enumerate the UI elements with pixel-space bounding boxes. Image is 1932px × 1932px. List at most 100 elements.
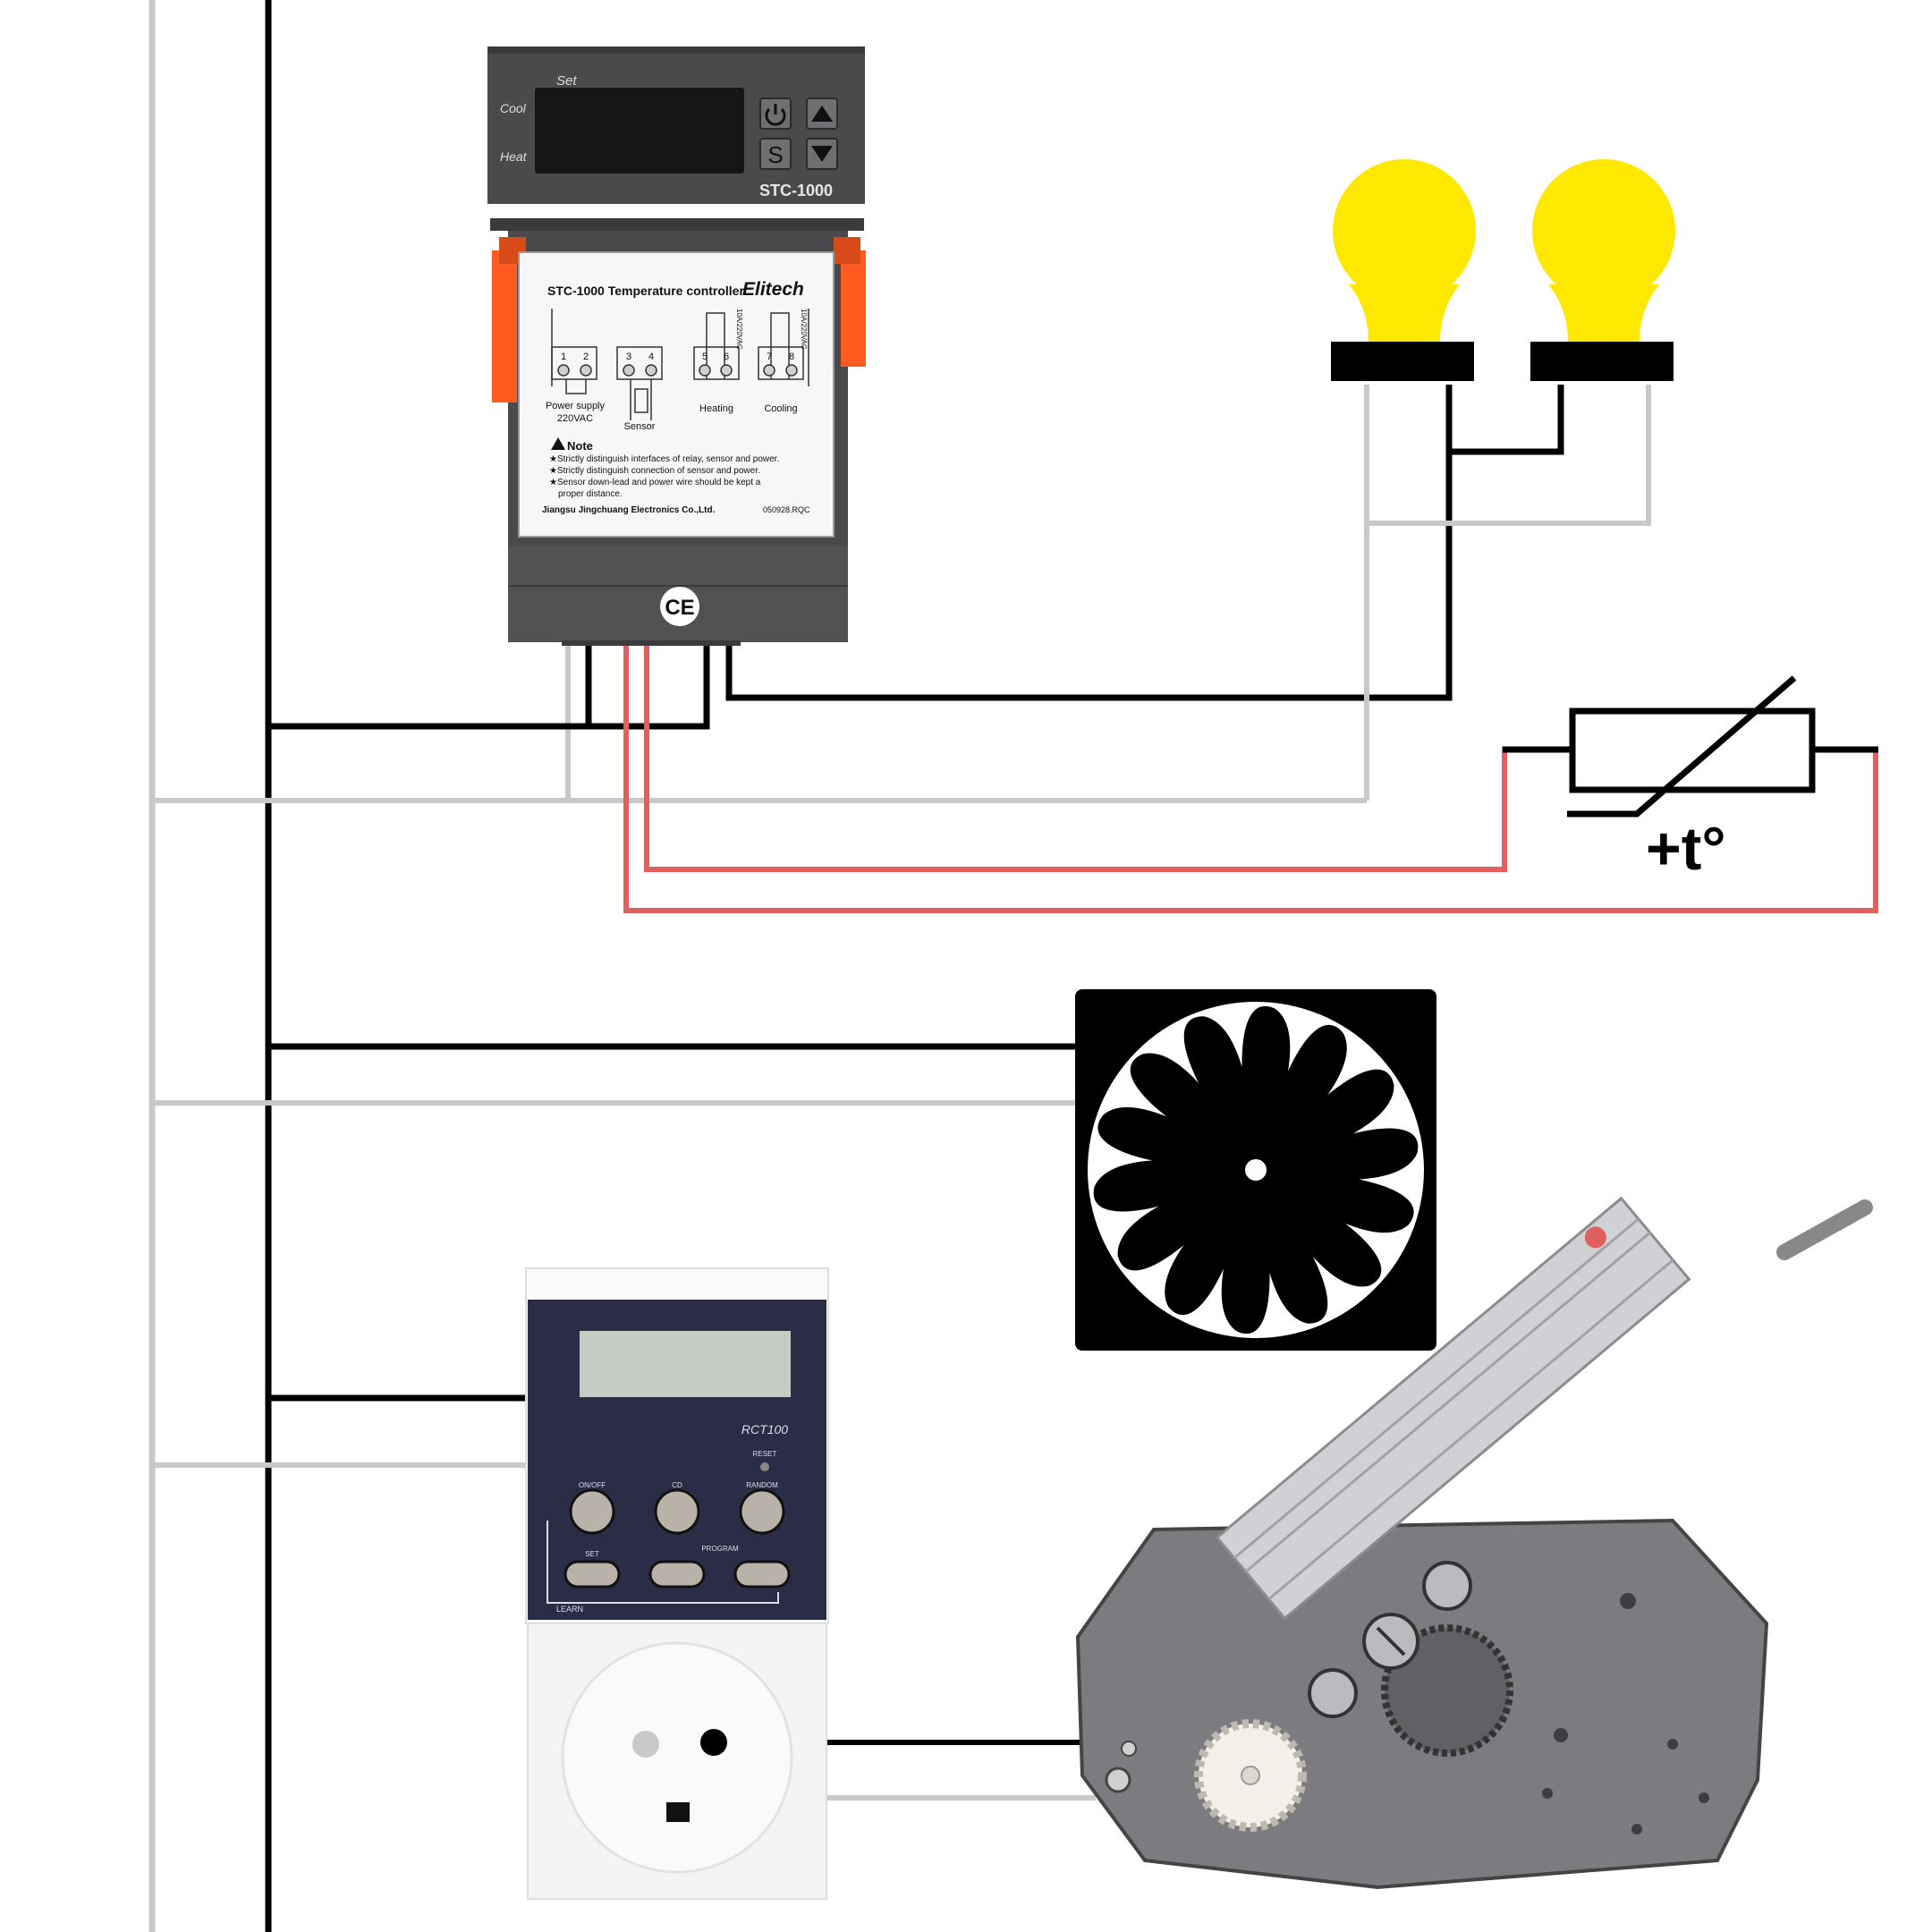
large-gear — [1381, 1624, 1513, 1757]
lamp-bulb-icon — [1333, 159, 1476, 302]
fan-blade — [1183, 1016, 1256, 1170]
thermistor-slash — [1567, 675, 1797, 818]
fan-blade — [1256, 1170, 1382, 1287]
terminal-screws — [557, 364, 798, 377]
heat-label: Heat — [500, 149, 528, 164]
warning-icon — [551, 437, 565, 450]
relay-rating-heating: 10A/220VAC — [735, 309, 743, 350]
note-line-3: ★Sensor down-lead and power wire should … — [549, 478, 761, 487]
ce-mark: CE — [665, 596, 694, 620]
random-button[interactable] — [739, 1488, 785, 1535]
wire-lamp-bridge-live — [1449, 385, 1564, 455]
arm-pin — [1776, 1199, 1873, 1260]
controller-body: STC-1000 Temperature controller Elitech … — [490, 218, 866, 646]
terminal-numbers: 1 2 3 4 5 6 7 8 — [561, 352, 794, 362]
cd-label: CD — [672, 1481, 682, 1489]
down-arrow-icon — [811, 146, 833, 162]
set-label: SET — [585, 1550, 599, 1558]
left-mounting-clip — [492, 250, 517, 402]
thermistor-label: +t° — [1646, 815, 1726, 883]
relay-rating-cooling: 10A/220VAC — [800, 309, 808, 350]
turning-arm — [1215, 1196, 1691, 1621]
controller-front-panel: Set Cool Heat S STC-1000 — [487, 47, 865, 204]
fan-blade — [1256, 1128, 1419, 1180]
terminal-3: 3 — [626, 352, 631, 362]
terminal-8: 8 — [789, 352, 794, 362]
reset-label: RESET — [753, 1450, 777, 1458]
fan-blade — [1256, 1024, 1347, 1170]
down-button[interactable] — [806, 138, 838, 170]
brand-logo: Elitech — [742, 279, 804, 300]
lamp-bulb-icon — [1532, 159, 1675, 302]
cooling-fan — [1075, 989, 1436, 1351]
power-button[interactable] — [759, 97, 792, 130]
terminal-4: 4 — [648, 352, 654, 362]
socket-earth — [666, 1802, 690, 1822]
fan-blade — [1241, 1005, 1291, 1170]
up-arrow-icon — [811, 106, 833, 122]
terminal-7: 7 — [767, 352, 772, 362]
terminal-block — [551, 309, 809, 420]
manufacturer-label: Jiangsu Jingchuang Electronics Co.,Ltd. — [542, 505, 716, 515]
wire-controller-live — [268, 644, 710, 730]
random-label: RANDOM — [746, 1481, 778, 1489]
terminal-5: 5 — [702, 352, 708, 362]
group-power-label: Power supply — [546, 401, 606, 411]
fan-blade — [1256, 1170, 1414, 1233]
lamp-socket — [1530, 342, 1674, 381]
on-off-label: ON/OFF — [579, 1481, 606, 1489]
reset-button[interactable] — [760, 1462, 769, 1471]
group-sensor-label: Sensor — [624, 421, 656, 432]
set-label: Set — [556, 73, 577, 89]
fan-blade — [1130, 1053, 1256, 1170]
fan-blade — [1117, 1170, 1256, 1271]
fan-blade — [1165, 1170, 1257, 1316]
fan-blade — [1093, 1160, 1256, 1212]
terminal-post — [1105, 1767, 1131, 1793]
terminal-2: 2 — [583, 352, 589, 362]
resistor-body — [1569, 708, 1816, 793]
cd-button[interactable] — [654, 1488, 700, 1535]
power-icon — [765, 104, 786, 126]
note-title: Note — [567, 439, 593, 453]
program-back-button[interactable] — [648, 1560, 706, 1589]
cool-label: Cool — [500, 101, 527, 115]
note-line-1: ★Strictly distinguish interfaces of rela… — [549, 454, 779, 464]
lamp-socket — [1331, 342, 1474, 381]
thermistor-symbol: +t° — [1503, 675, 1878, 883]
wire-controller-neutral — [152, 644, 571, 803]
up-button[interactable] — [806, 97, 838, 130]
lcd-display — [580, 1331, 791, 1397]
group-cooling-label: Cooling — [764, 403, 797, 414]
wire-sensor-a — [644, 644, 1574, 872]
label-title: STC-1000 Temperature controller — [547, 284, 744, 298]
geared-motor-icon — [1075, 1196, 1873, 1890]
set-key-label: S — [767, 141, 783, 168]
fan-blade — [1097, 1106, 1256, 1170]
bolts — [1308, 1561, 1472, 1718]
program-forward-button[interactable] — [733, 1560, 791, 1589]
socket-hole-neutral — [632, 1731, 659, 1758]
timer-model: RCT100 — [741, 1422, 788, 1436]
fan-blade — [1255, 1170, 1328, 1324]
wire-heating-output — [725, 385, 1453, 701]
ce-badge — [660, 587, 699, 626]
set-button[interactable]: S — [759, 138, 792, 170]
set-button[interactable] — [564, 1560, 621, 1589]
on-off-button[interactable] — [569, 1488, 615, 1535]
learn-label: LEARN — [556, 1605, 583, 1614]
program-label: PROGRAM — [701, 1545, 739, 1553]
group-power-voltage: 220VAC — [557, 413, 593, 424]
note-line-2: ★Strictly distinguish connection of sens… — [549, 466, 760, 476]
socket-face — [561, 1641, 793, 1874]
right-mounting-clip — [841, 250, 866, 367]
note-line-4: proper distance. — [558, 489, 623, 499]
fan-icon — [1093, 1005, 1419, 1335]
code-label: 050928.RQC — [763, 505, 810, 514]
spec-label — [518, 251, 835, 538]
wire-lamp-bridge-neutral — [1367, 385, 1651, 526]
led-display — [535, 88, 744, 174]
fan-blade — [1221, 1170, 1270, 1335]
heating-lamp-1 — [1331, 159, 1476, 381]
